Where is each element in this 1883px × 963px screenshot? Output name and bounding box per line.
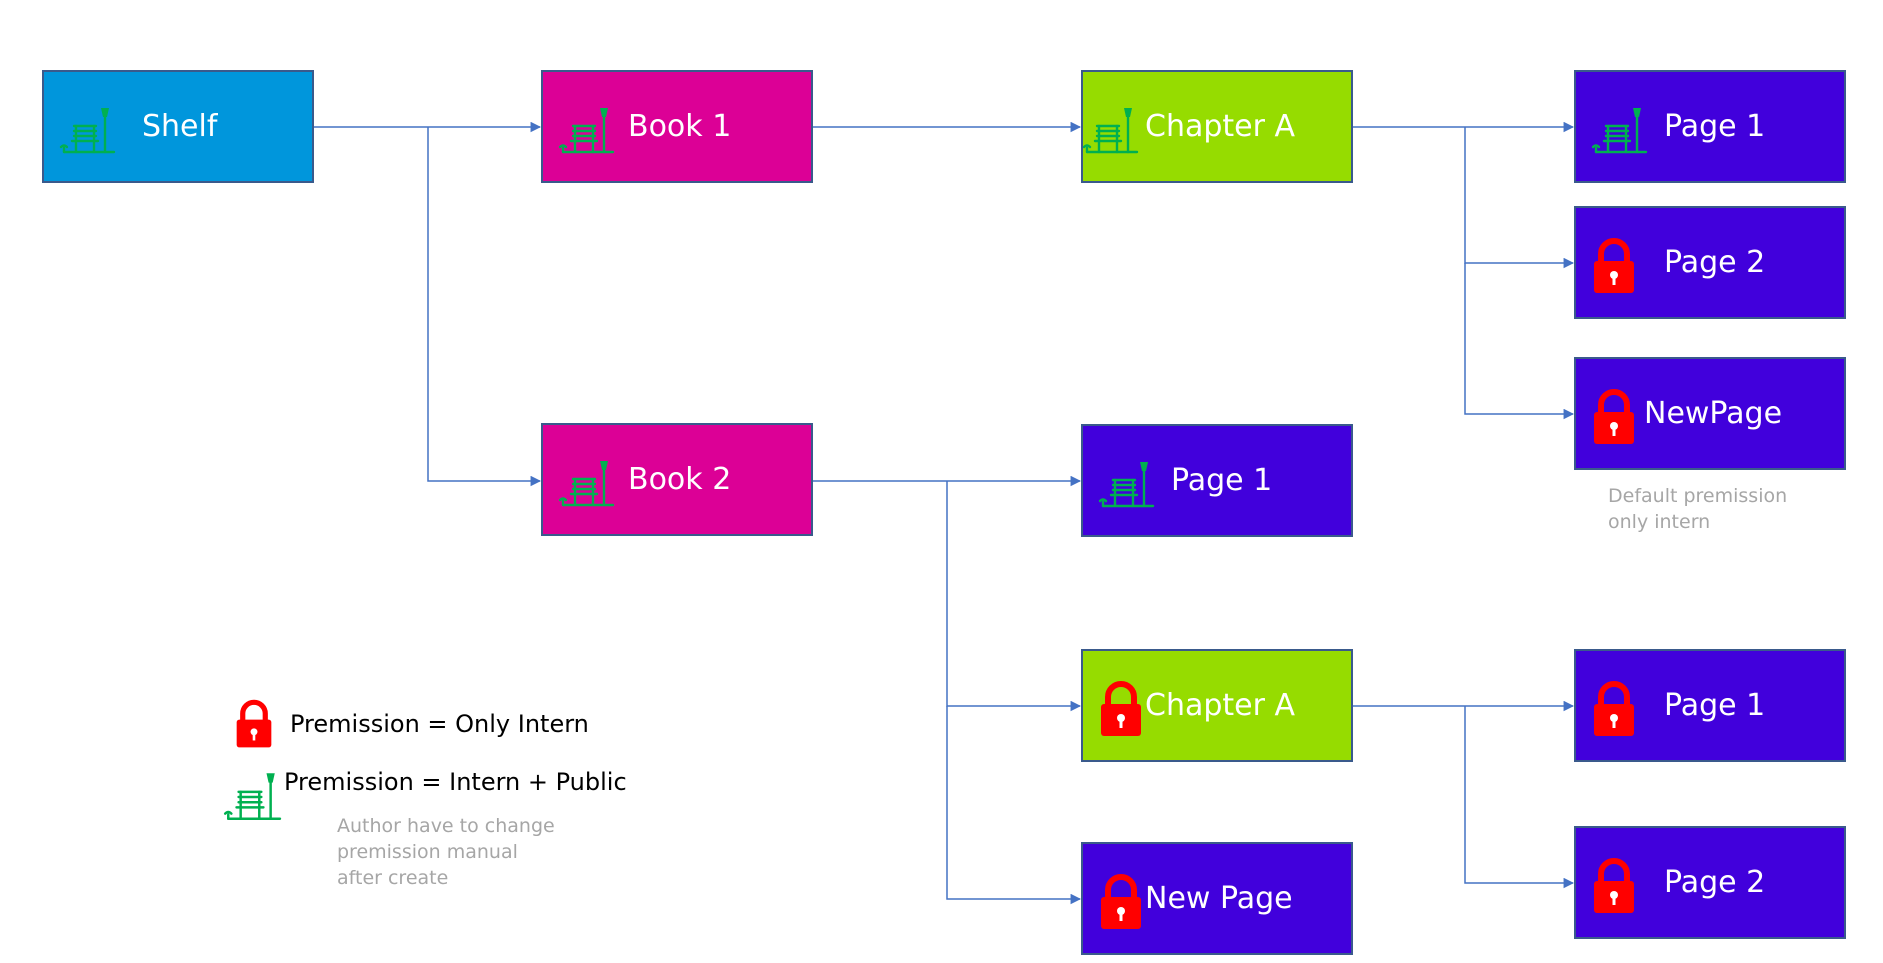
book1-newpage-node[interactable]: NewPage <box>1574 357 1846 470</box>
node-label: Chapter A <box>1145 688 1295 723</box>
bench-icon <box>555 453 615 513</box>
legend-lock: Premission = Only Intern <box>228 698 589 750</box>
node-label: New Page <box>1145 881 1293 916</box>
node-label: Shelf <box>142 109 218 144</box>
bench-icon <box>56 100 116 160</box>
book2-chapter-a-page2-node[interactable]: Page 2 <box>1574 826 1846 939</box>
edge-book2-new-page <box>946 706 1082 905</box>
node-label: NewPage <box>1644 396 1783 431</box>
book2-page1-node[interactable]: Page 1 <box>1081 424 1353 537</box>
lock-icon <box>1584 387 1644 447</box>
book1-chapter-a-node[interactable]: Chapter A <box>1081 70 1353 183</box>
edge-chapter-a-newpage <box>1464 263 1575 420</box>
note-line: Author have to change <box>337 815 555 837</box>
lock-icon <box>228 698 280 750</box>
node-label: Book 1 <box>628 109 732 144</box>
book1-page2-node[interactable]: Page 2 <box>1574 206 1846 319</box>
legend-bench-note: Author have to change premission manual … <box>337 813 555 891</box>
edge-chapter-a-page2 <box>1464 127 1575 269</box>
default-permission-note: Default premission only intern <box>1608 483 1787 535</box>
book2-new-page-node[interactable]: New Page <box>1081 842 1353 955</box>
bench-icon <box>220 765 282 827</box>
legend-bench: Premission = Intern + Public <box>220 765 627 827</box>
note-line: only intern <box>1608 511 1711 533</box>
edge-book2-chapter-a <box>946 481 1082 712</box>
node-label: Book 2 <box>628 462 732 497</box>
node-label: Page 1 <box>1664 109 1766 144</box>
lock-icon <box>1091 872 1151 932</box>
lock-icon <box>1584 856 1644 916</box>
book2-node[interactable]: Book 2 <box>541 423 813 536</box>
legend-bench-text: Premission = Intern + Public <box>284 768 627 796</box>
lock-icon <box>1584 236 1644 296</box>
book1-page1-node[interactable]: Page 1 <box>1574 70 1846 183</box>
legend-lock-text: Premission = Only Intern <box>290 710 589 738</box>
note-line: premission manual <box>337 841 518 863</box>
shelf-node[interactable]: Shelf <box>42 70 314 183</box>
note-line: after create <box>337 867 449 889</box>
node-label: Chapter A <box>1145 109 1295 144</box>
lock-icon <box>1091 679 1151 739</box>
book2-chapter-a-node[interactable]: Chapter A <box>1081 649 1353 762</box>
node-label: Page 2 <box>1664 865 1766 900</box>
bench-icon <box>1095 454 1155 514</box>
book1-node[interactable]: Book 1 <box>541 70 813 183</box>
note-line: Default premission <box>1608 485 1788 507</box>
bench-icon <box>555 100 615 160</box>
edge-book2-chapter-a-page2 <box>1464 706 1575 889</box>
node-label: Page 1 <box>1171 463 1273 498</box>
edge-shelf-book2 <box>427 127 542 487</box>
node-label: Page 1 <box>1664 688 1766 723</box>
lock-icon <box>1584 679 1644 739</box>
book2-chapter-a-page1-node[interactable]: Page 1 <box>1574 649 1846 762</box>
bench-icon <box>1079 100 1139 160</box>
bench-icon <box>1588 100 1648 160</box>
node-label: Page 2 <box>1664 245 1766 280</box>
